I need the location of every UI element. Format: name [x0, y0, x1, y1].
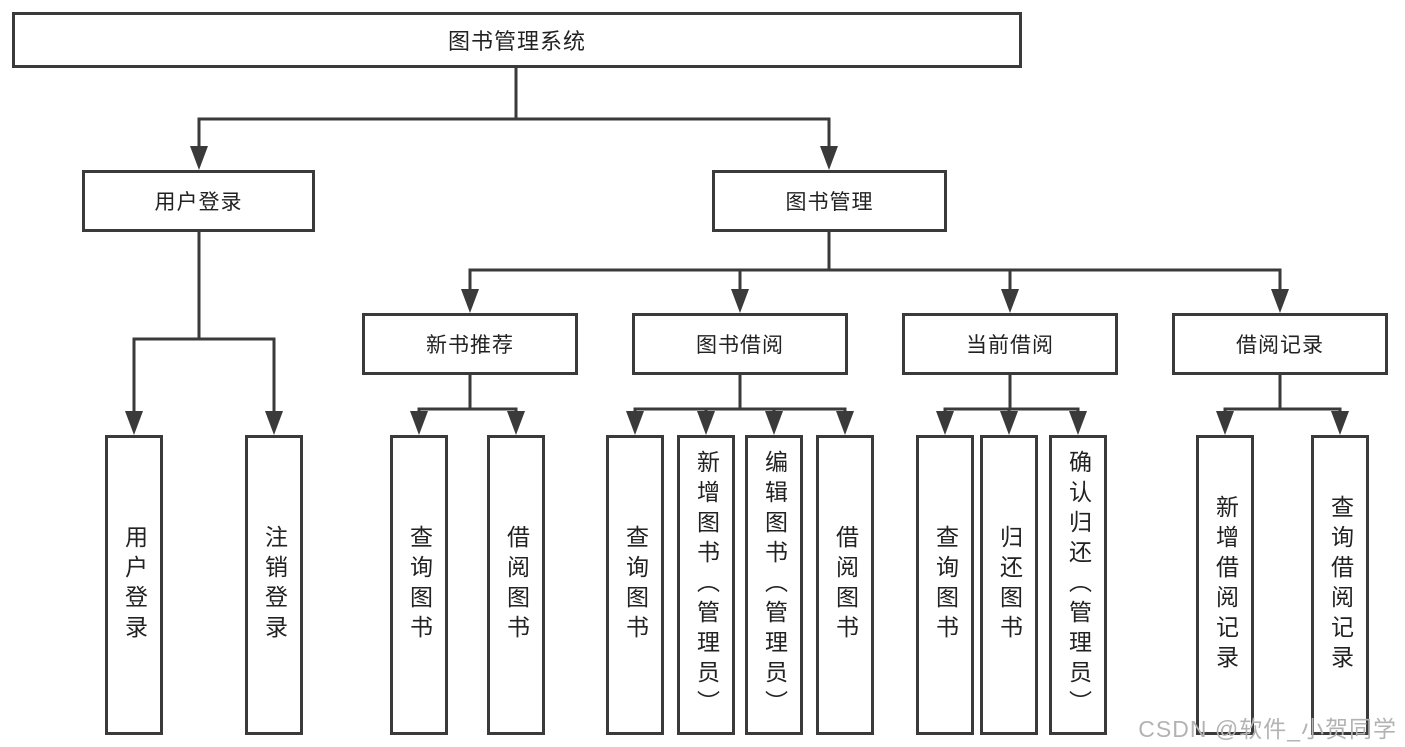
leaf-add-book-admin: 新增图书（管理员）: [677, 435, 735, 735]
leaf-add-borrow-record: 新增借阅记录: [1196, 435, 1254, 735]
leaf-edit-book-admin-label: 编辑图书（管理员）: [761, 450, 788, 720]
leaf-add-borrow-record-label: 新增借阅记录: [1212, 495, 1239, 675]
leaf-return-books-label: 归还图书: [996, 525, 1023, 645]
node-book-management: 图书管理: [712, 170, 947, 232]
node-borrow-records-label: 借阅记录: [1236, 334, 1324, 357]
leaf-recommend-query-books: 查询图书: [390, 435, 448, 735]
leaf-logout: 注销登录: [245, 435, 303, 735]
leaf-query-borrow-record-label: 查询借阅记录: [1327, 495, 1354, 675]
node-book-management-label: 图书管理: [785, 191, 874, 214]
leaf-user-login: 用户登录: [105, 435, 163, 735]
node-book-borrow-label: 图书借阅: [696, 334, 784, 357]
leaf-borrow-books-label: 借阅图书: [832, 525, 859, 645]
node-current-borrow: 当前借阅: [902, 313, 1118, 375]
node-borrow-records: 借阅记录: [1172, 313, 1388, 375]
node-root: 图书管理系统: [12, 12, 1022, 68]
node-user-login-branch-label: 用户登录: [154, 191, 243, 214]
leaf-borrow-query-books-label: 查询图书: [622, 525, 649, 645]
node-new-book-recommend: 新书推荐: [362, 313, 578, 375]
leaf-recommend-borrow-books-label: 借阅图书: [503, 525, 530, 645]
node-root-label: 图书管理系统: [447, 29, 586, 54]
node-current-borrow-label: 当前借阅: [966, 334, 1054, 357]
leaf-recommend-borrow-books: 借阅图书: [487, 435, 545, 735]
leaf-confirm-return-admin: 确认归还（管理员）: [1049, 435, 1107, 735]
leaf-borrow-query-books: 查询图书: [606, 435, 664, 735]
leaf-query-borrow-record: 查询借阅记录: [1311, 435, 1369, 735]
leaf-borrow-books: 借阅图书: [816, 435, 874, 735]
node-new-book-recommend-label: 新书推荐: [426, 334, 514, 357]
leaf-user-login-label: 用户登录: [121, 525, 148, 645]
leaf-return-books: 归还图书: [980, 435, 1038, 735]
leaf-edit-book-admin: 编辑图书（管理员）: [745, 435, 803, 735]
leaf-current-query-books: 查询图书: [916, 435, 974, 735]
leaf-current-query-books-label: 查询图书: [932, 525, 959, 645]
leaf-recommend-query-books-label: 查询图书: [406, 525, 433, 645]
node-user-login-branch: 用户登录: [82, 170, 315, 232]
node-book-borrow: 图书借阅: [632, 313, 848, 375]
leaf-confirm-return-admin-label: 确认归还（管理员）: [1065, 450, 1092, 720]
leaf-add-book-admin-label: 新增图书（管理员）: [693, 450, 720, 720]
arrowheads: [125, 146, 1349, 435]
csdn-watermark: CSDN @软件_小贺同学: [1138, 716, 1397, 742]
leaf-logout-label: 注销登录: [261, 525, 288, 645]
